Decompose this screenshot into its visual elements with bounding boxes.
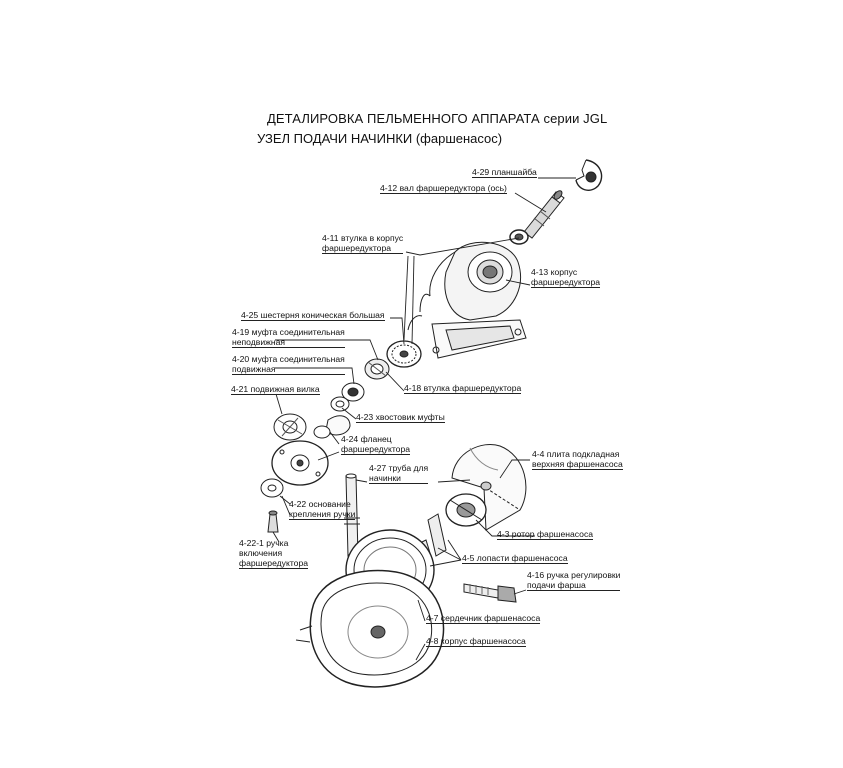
label-4-18-text: 4-18 втулка фаршередуктора (404, 383, 522, 394)
label-4-13-text-1: 4-13 корпус (531, 267, 578, 277)
label-4-4-text-2: верхняя фаршенасоса (532, 459, 623, 470)
part-4-22-1-handle (267, 510, 279, 533)
label-4-24-text-2: фаршередуктора (341, 444, 411, 455)
label-4-4-text-1: 4-4 плита подкладная (532, 449, 620, 459)
part-4-20-movable-coupling (325, 382, 365, 436)
part-4-11-bushing (509, 229, 529, 245)
label-4-19-text-1: 4-19 муфта соединительная (232, 327, 345, 337)
part-4-13-reducer-housing (407, 241, 527, 359)
label-4-25: 4-25 шестерня коническая большая (241, 310, 385, 321)
label-4-12: 4-12 вал фаршередуктора (ось) (380, 183, 507, 194)
label-4-20-text-2: подвижная (232, 364, 345, 375)
label-4-8: 4-8 корпус фаршенасоса (426, 636, 526, 647)
label-4-21: 4-21 подвижная вилка (231, 384, 320, 395)
part-4-22-handle-base (260, 478, 284, 498)
label-4-7: 4-7 сердечник фаршенасоса (426, 613, 541, 624)
label-4-27-text-1: 4-27 труба для (369, 463, 429, 473)
label-4-18: 4-18 втулка фаршередуктора (404, 383, 522, 394)
label-4-22-1-text-3: фаршередуктора (239, 558, 309, 569)
label-4-11-text-1: 4-11 втулка в корпус (322, 233, 404, 243)
part-4-8-pump-housing (295, 569, 445, 688)
label-4-22-text-2: крепления ручки (289, 509, 356, 520)
label-4-11-text-2: фаршередуктора (322, 243, 404, 254)
label-4-29: 4-29 планшайба (472, 167, 537, 178)
part-4-12-shaft (523, 190, 565, 239)
part-4-24-flange (271, 440, 329, 486)
label-4-3: 4-3 ротор фаршенасоса (497, 529, 594, 540)
label-4-5-text: 4-5 лопасти фаршенасоса (462, 553, 568, 564)
label-4-19-text-2: неподвижная (232, 337, 345, 348)
label-4-16-text-1: 4-16 ручка регулировки (527, 570, 621, 580)
label-4-5: 4-5 лопасти фаршенасоса (462, 553, 568, 564)
diagram-title: ДЕТАЛИРОВКА ПЕЛЬМЕННОГО АППАРАТА серии J… (267, 111, 608, 126)
part-4-3-rotor (445, 481, 492, 527)
label-4-8-text: 4-8 корпус фаршенасоса (426, 636, 526, 647)
part-4-16-adjust-handle (463, 583, 517, 603)
label-4-7-text: 4-7 сердечник фаршенасоса (426, 613, 541, 624)
label-4-24-text-1: 4-24 фланец (341, 434, 392, 444)
label-4-16-text-2: подачи фарша (527, 580, 621, 591)
label-4-22-1-text-2: включения (239, 548, 283, 558)
part-4-25-bevel-gear (386, 340, 422, 368)
label-4-20-text-1: 4-20 муфта соединительная (232, 354, 345, 364)
diagram-subtitle: УЗЕЛ ПОДАЧИ НАЧИНКИ (фаршенасос) (257, 131, 503, 146)
label-4-12-text: 4-12 вал фаршередуктора (ось) (380, 183, 507, 194)
label-4-25-text: 4-25 шестерня коническая большая (241, 310, 385, 321)
label-4-23-text: 4-23 хвостовик муфты (356, 412, 445, 423)
label-4-21-text: 4-21 подвижная вилка (231, 384, 320, 395)
part-4-21-fork (273, 413, 331, 441)
leader-lines (272, 177, 576, 661)
part-4-19-fixed-coupling (364, 358, 390, 380)
label-4-22-1-text-1: 4-22-1 ручка (239, 538, 289, 548)
part-4-29-faceplate (575, 159, 603, 191)
label-4-27-text-2: начинки (369, 473, 429, 484)
label-4-22-text-1: 4-22 основание (289, 499, 351, 509)
label-4-23: 4-23 хвостовик муфты (356, 412, 445, 423)
label-4-3-text: 4-3 ротор фаршенасоса (497, 529, 594, 540)
label-4-13-text-2: фаршередуктора (531, 277, 601, 288)
label-4-29-text: 4-29 планшайба (472, 167, 537, 178)
